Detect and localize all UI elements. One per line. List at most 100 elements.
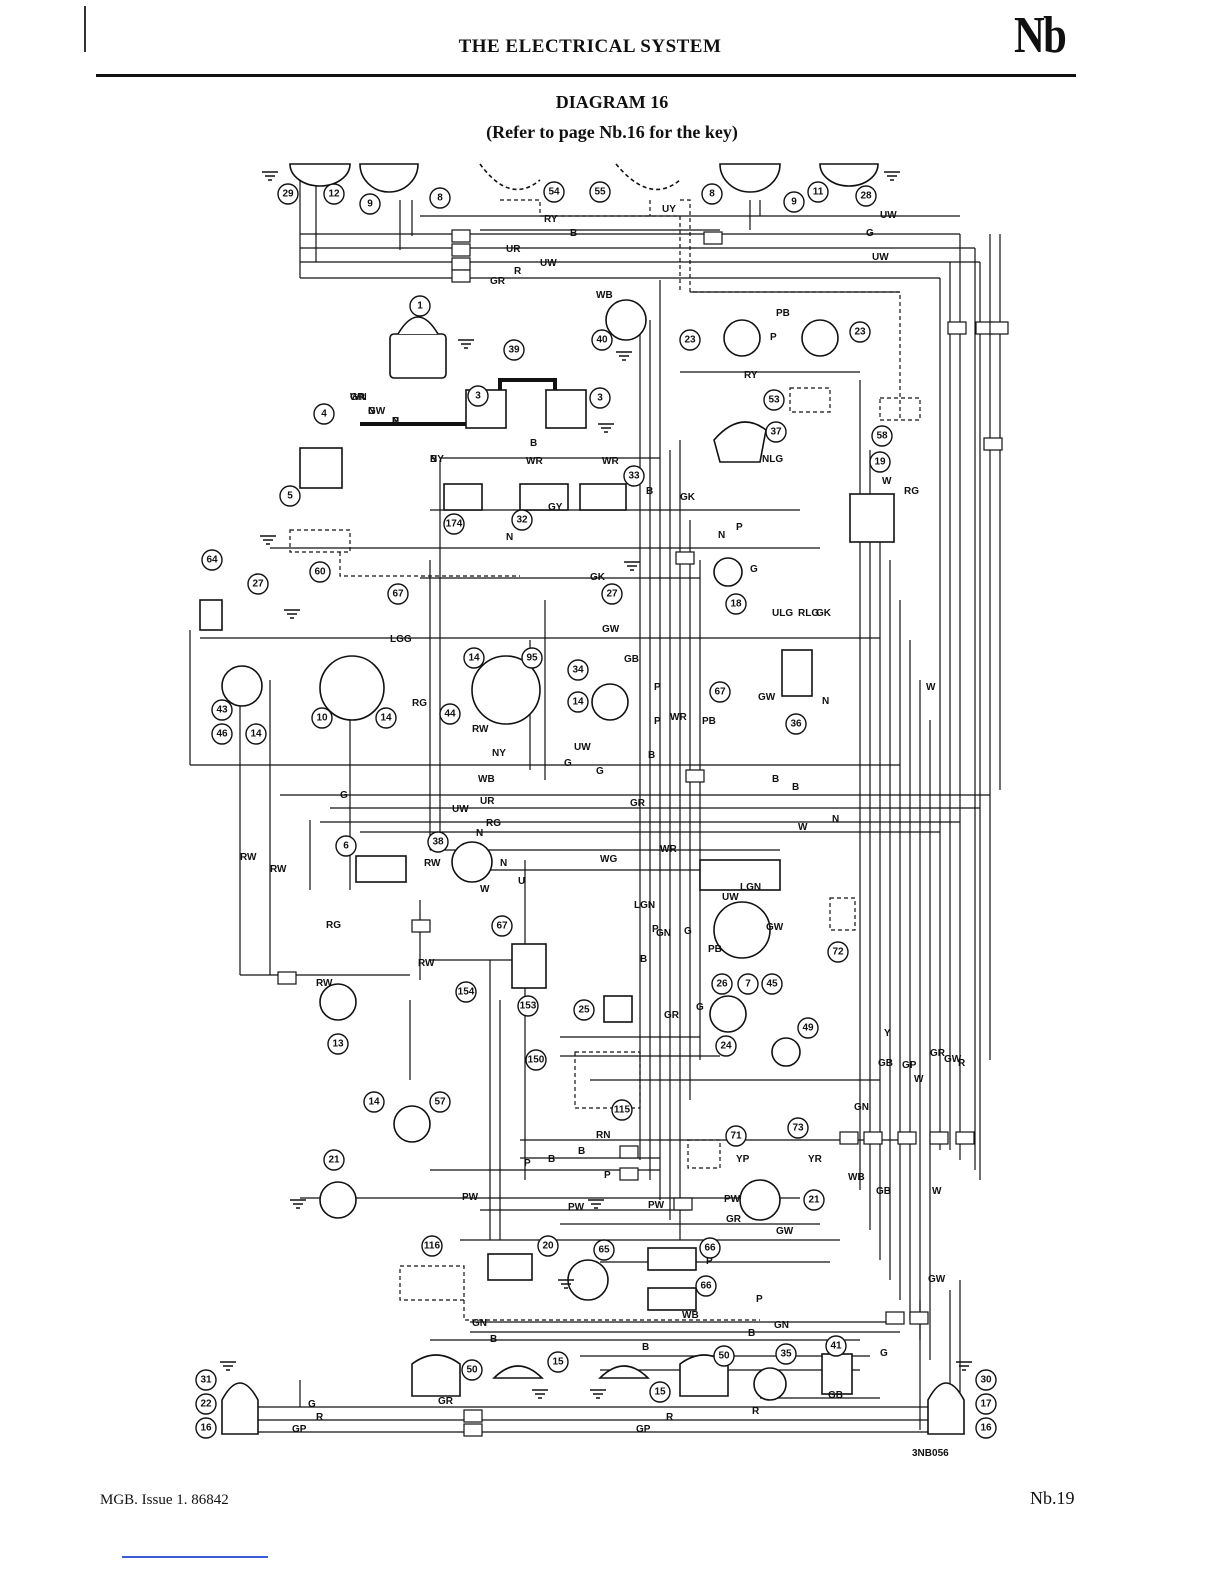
- component-number-circle: [787, 1117, 809, 1139]
- wire-colour-label: G: [880, 1348, 888, 1359]
- connector-block: [703, 231, 723, 245]
- component-number-circle: [589, 387, 611, 409]
- wire-colour-label: B: [642, 1342, 649, 1353]
- component-number-circle: [547, 1351, 569, 1373]
- connector-block: [451, 257, 471, 271]
- wire: [687, 1139, 721, 1169]
- component-number-circle: [975, 1417, 997, 1439]
- diagram-title: DIAGRAM 16: [555, 92, 669, 112]
- component-number: 14: [380, 713, 392, 724]
- component-number-circle: [245, 723, 267, 745]
- wire-colour-label: RW: [270, 864, 287, 875]
- wire-colour-label: G: [308, 1399, 316, 1410]
- fog-lamp: [615, 163, 681, 191]
- wire-colour-label: RW: [418, 958, 435, 969]
- oil-switch: [713, 557, 743, 587]
- component-number: 27: [606, 589, 618, 600]
- wire-colour-label: GR: [438, 1396, 454, 1407]
- relay-153: [511, 943, 547, 989]
- wire-colour-label: N: [506, 532, 513, 543]
- wires: [189, 180, 1001, 1433]
- wire-colour-label: PB: [708, 944, 722, 955]
- component-number-circle: [589, 181, 611, 203]
- wire-colour-label: P: [756, 1294, 763, 1305]
- section-code: Nb: [1014, 7, 1067, 64]
- component-number: 60: [314, 567, 326, 578]
- component-number: 9: [791, 197, 797, 208]
- rear-lamp-cluster: [221, 1382, 259, 1435]
- wire-colour-label: PB: [702, 716, 716, 727]
- component-number-circle: [387, 583, 409, 605]
- component-number: 27: [252, 579, 264, 590]
- wire-colour-label: GR: [726, 1214, 742, 1225]
- wire-colour-label: N: [476, 828, 483, 839]
- wire-colour-label: GW: [944, 1054, 962, 1065]
- number-plate-lamp: [598, 1365, 650, 1379]
- component-number-circle: [827, 941, 849, 963]
- wire-colour-label: RW: [316, 978, 333, 989]
- connector-block: [685, 769, 705, 783]
- wiper-switch: [519, 483, 569, 511]
- component-number: 25: [578, 1005, 590, 1016]
- panel-switch: [355, 855, 407, 883]
- wire-colour-label: PW: [724, 1194, 741, 1205]
- wire-colour-label: P: [524, 1158, 531, 1169]
- wire-colour-label: WB: [596, 290, 613, 301]
- component-number: 32: [516, 515, 528, 526]
- component-number: 23: [684, 335, 696, 346]
- component-number: 15: [654, 1387, 666, 1398]
- earth-icon: [260, 535, 276, 545]
- wire-colour-label: N: [368, 406, 375, 417]
- wire-colour-label: GB: [828, 1390, 843, 1401]
- wire-colour-label: GB: [878, 1058, 893, 1069]
- connector-block: [277, 971, 297, 985]
- ignition-coil: [713, 421, 767, 463]
- rear-lamp-cluster: [927, 1382, 965, 1435]
- wire-colour-label: RY: [744, 370, 758, 381]
- earth-icon: [884, 171, 900, 181]
- wire-colour-label: LGG: [390, 634, 412, 645]
- wire-colour-label: UW: [574, 742, 591, 753]
- wire-colour-label: RLG: [798, 608, 819, 619]
- wire-colour-label: GN: [656, 928, 671, 939]
- wire-colour-label: YR: [808, 1154, 823, 1165]
- component-number-circle: [323, 1149, 345, 1171]
- side-lamp: [819, 163, 879, 187]
- component-number-circle: [591, 329, 613, 351]
- component-number: 14: [368, 1097, 380, 1108]
- component-number: 95: [526, 653, 538, 664]
- component-number-circle: [429, 187, 451, 209]
- wire-colour-label: G: [564, 758, 572, 769]
- component-number-circle: [679, 329, 701, 351]
- component-number: 5: [287, 491, 293, 502]
- wire-colour-label: UW: [722, 892, 739, 903]
- wire-colour-label: B: [578, 1146, 585, 1157]
- connector-block: [451, 269, 471, 283]
- wire-colour-label: WR: [670, 712, 687, 723]
- panel-lamp: [221, 665, 263, 707]
- component-number: 31: [200, 1375, 212, 1386]
- wire: [289, 529, 351, 553]
- wire-colour-label: GN: [854, 1102, 869, 1113]
- component-number-circle: [525, 1049, 547, 1071]
- wire-colour-label: B: [792, 782, 799, 793]
- component-number-circle: [279, 485, 301, 507]
- wire-colour-label: P: [736, 522, 743, 533]
- number-plate-lamp: [492, 1365, 544, 1379]
- wire-colour-label: P: [392, 416, 399, 427]
- wire-colour-label: PW: [462, 1192, 479, 1203]
- component-number-circle: [455, 981, 477, 1003]
- component-number-circle: [869, 451, 891, 473]
- wire-colour-label: GR: [350, 392, 366, 403]
- flasher-unit: [781, 649, 813, 697]
- fuel-gauge: [591, 683, 629, 721]
- stop-lamp: [709, 995, 747, 1033]
- wire-colour-label: NY: [492, 748, 506, 759]
- component-number-circle: [775, 1343, 797, 1365]
- wire-colour-label: UY: [662, 204, 676, 215]
- component-number-circle: [323, 183, 345, 205]
- wire-colour-label: G: [684, 926, 692, 937]
- wire-colour-label: UW: [540, 258, 557, 269]
